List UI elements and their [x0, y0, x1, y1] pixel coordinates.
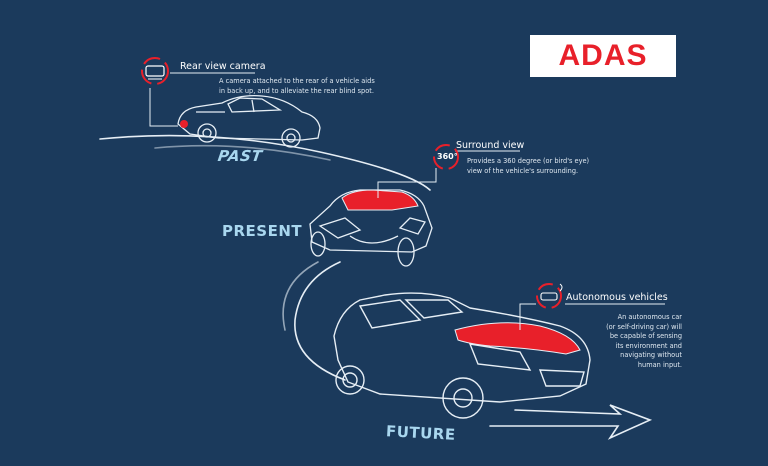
surround-desc-line: view of the vehicle's surrounding.: [467, 166, 579, 175]
autonomous-title: Autonomous vehicles: [566, 292, 668, 303]
era-label-future: FUTURE: [385, 422, 457, 444]
era-label-past: PAST: [216, 147, 264, 165]
timeline-road: [99, 134, 653, 440]
rear-camera-icon: [141, 57, 169, 85]
autonomous-car-icon: [536, 283, 563, 309]
autonomous-desc-line: navigating without: [620, 351, 682, 360]
adas-logo: ADAS: [530, 35, 676, 77]
rear-camera-dot: [180, 120, 188, 128]
rear-callout: [149, 72, 255, 127]
future-car-hood: [454, 322, 581, 355]
surround-360-badge: 360°: [437, 152, 458, 161]
future-car: [333, 292, 591, 419]
autonomous-desc-line: human input.: [637, 360, 682, 369]
surround-callout: [377, 150, 520, 198]
rear-camera-title: Rear view camera: [180, 61, 266, 72]
autonomous-description: An autonomous car (or self-driving car) …: [582, 313, 682, 371]
autonomous-desc-line: (or self-driving car) will: [606, 322, 682, 331]
surround-360-icon: [433, 144, 459, 170]
past-car: [177, 95, 321, 148]
adas-logo-text: ADAS: [558, 39, 648, 72]
rear-camera-desc-line: in back up, and to alleviate the rear bl…: [219, 86, 374, 95]
era-label-present: PRESENT: [222, 222, 303, 240]
present-car: [309, 189, 433, 267]
autonomous-desc-line: its environment and: [615, 341, 682, 350]
rear-camera-desc-line: A camera attached to the rear of a vehic…: [219, 77, 375, 85]
autonomous-desc-line: be capable of sensing: [609, 332, 682, 341]
surround-desc-line: Provides a 360 degree (or bird's eye): [467, 157, 590, 165]
present-car-windshield: [341, 189, 419, 211]
autonomous-callout: [519, 303, 665, 330]
autonomous-desc-line: An autonomous car: [617, 313, 682, 321]
rear-camera-description: A camera attached to the rear of a vehic…: [219, 77, 399, 96]
surround-view-description: Provides a 360 degree (or bird's eye) vi…: [467, 157, 617, 176]
surround-view-title: Surround view: [456, 140, 525, 151]
